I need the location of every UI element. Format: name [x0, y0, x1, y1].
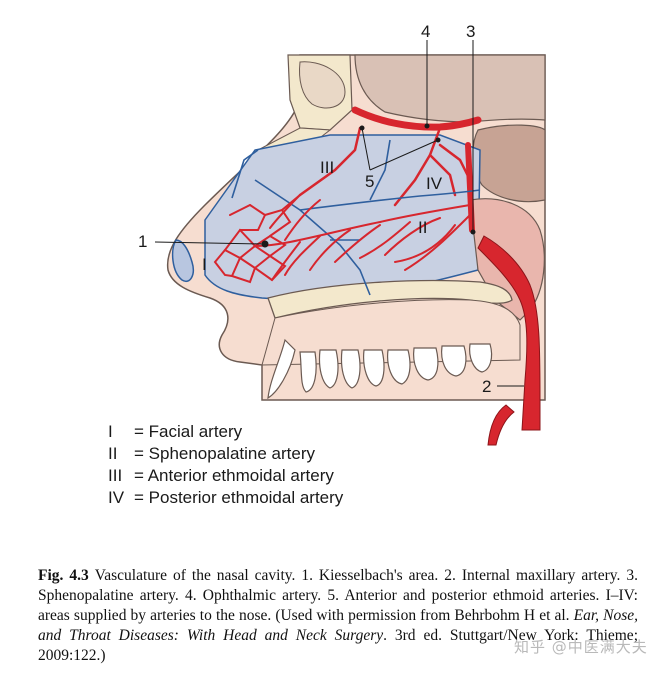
callout-5: 5 — [365, 172, 375, 191]
artery-branch-lower — [487, 404, 515, 446]
caption-label: Fig. 4.3 — [38, 567, 89, 584]
leader-dot-4 — [424, 123, 430, 129]
callout-3: 3 — [466, 22, 476, 41]
legend-code: IV — [108, 488, 125, 507]
watermark: 知乎 @中医满大夫 — [514, 638, 648, 656]
legend-label: = Facial artery — [134, 422, 243, 441]
region-III-label: III — [320, 158, 335, 177]
region-II-label: II — [418, 218, 428, 237]
legend-row: II = Sphenopalatine artery — [108, 443, 343, 465]
internal-maxillary-artery — [477, 235, 541, 431]
leader-lines — [154, 40, 524, 387]
leader-dot-3 — [470, 229, 476, 235]
callout-2: 2 — [482, 377, 492, 396]
area-boundaries — [231, 139, 481, 296]
caption-book-title: Ear, Nose, and Throat Diseases: With Hea… — [38, 607, 638, 644]
legend-row: III = Anterior ethmoidal artery — [108, 465, 343, 487]
caption-tail: . 3rd ed. Stuttgart/New York: Thieme; 20… — [38, 627, 638, 664]
legend-code: I — [108, 422, 113, 441]
legend-label: = Sphenopalatine artery — [134, 444, 315, 463]
teeth — [267, 338, 493, 400]
callout-4: 4 — [421, 22, 431, 41]
region-IV-label: IV — [426, 174, 443, 193]
sphenopalatine-artery — [465, 142, 475, 233]
legend-label: = Posterior ethmoidal artery — [134, 488, 344, 507]
callout-1: 1 — [138, 232, 148, 251]
legend-label: = Anterior ethmoidal artery — [134, 466, 334, 485]
arterial-network — [213, 194, 471, 284]
frontal-sinus — [299, 61, 346, 109]
hard-palate — [267, 279, 513, 319]
nasal-cavity — [204, 134, 481, 300]
nostril — [171, 239, 194, 282]
legend-code: III — [108, 466, 123, 485]
leader-dot-5a — [359, 125, 365, 131]
leader-dot-5b — [435, 137, 441, 143]
frontal-lobe — [354, 54, 546, 123]
legend-row: IV = Posterior ethmoidal artery — [108, 487, 343, 509]
legend-row: I = Facial artery — [108, 421, 343, 443]
region-I-label: I — [202, 255, 207, 274]
caption-text: Vasculature of the nasal cavity. 1. Kies… — [38, 567, 638, 624]
legend-code: II — [108, 444, 118, 463]
